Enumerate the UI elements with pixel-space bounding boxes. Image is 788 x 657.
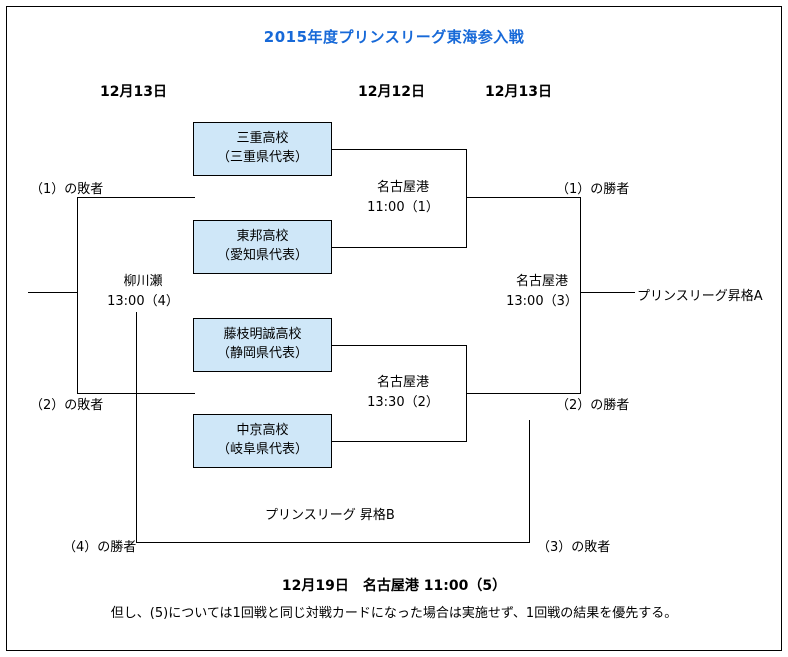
- team-box-fujieda-meisei[interactable]: 藤枝明誠高校 （静岡県代表）: [193, 318, 332, 372]
- team-name: 藤枝明誠高校: [223, 327, 302, 343]
- bracket-join-match1: [466, 149, 467, 248]
- match-time: 11:00（1）: [367, 199, 439, 215]
- feed-winner-1: （1）の勝者: [556, 182, 630, 197]
- bracket-line-match3-loser-down: [529, 420, 530, 542]
- date-header-center: 12月12日: [358, 84, 425, 100]
- team-name: 東邦高校: [236, 229, 289, 245]
- promotion-a-label: プリンスリーグ昇格A: [637, 289, 763, 304]
- match-venue: 柳川瀬: [123, 274, 163, 289]
- match-label-2: 名古屋港 13:30（2）: [348, 373, 458, 412]
- bracket-line-winner2: [466, 393, 581, 394]
- team-rep: （三重県代表）: [216, 150, 308, 165]
- page-border: [6, 6, 782, 651]
- promotion-b-label: プリンスリーグ 昇格B: [265, 508, 395, 523]
- feed-loser-2: （2）の敗者: [30, 398, 104, 413]
- team-name: 三重高校: [236, 131, 289, 147]
- match-venue: 名古屋港: [376, 180, 429, 195]
- team-rep: （岐阜県代表）: [216, 442, 308, 457]
- feed-loser-3: （3）の敗者: [537, 540, 611, 555]
- feed-loser-1: （1）の敗者: [30, 182, 104, 197]
- feed-winner-4: （4）の勝者: [63, 540, 137, 555]
- match-time: 13:00（4）: [107, 293, 179, 309]
- team-box-chukyo[interactable]: 中京高校 （岐阜県代表）: [193, 414, 332, 468]
- match-label-3: 名古屋港 13:00（3）: [487, 272, 597, 311]
- bracket-line-winner1: [466, 197, 581, 198]
- bracket-line-toho-out: [332, 247, 467, 248]
- bracket-line-mie-out: [332, 149, 467, 150]
- match-label-4: 柳川瀬 13:00（4）: [88, 272, 198, 311]
- team-box-mie[interactable]: 三重高校 （三重県代表）: [193, 122, 332, 176]
- bracket-line-fujieda-out: [332, 345, 467, 346]
- page-title: 2015年度プリンスリーグ東海参入戦: [263, 28, 525, 46]
- match-time: 13:00（3）: [506, 293, 578, 309]
- date-header-left: 12月13日: [100, 84, 167, 100]
- match-label-1: 名古屋港 11:00（1）: [348, 178, 458, 217]
- bracket-line-chukyo-out: [332, 441, 467, 442]
- match-time: 13:30（2）: [367, 394, 439, 410]
- match-venue: 名古屋港: [376, 375, 429, 390]
- team-rep: （愛知県代表）: [216, 248, 308, 263]
- match-venue: 名古屋港: [515, 274, 568, 289]
- bracket-line-promotion-a: [580, 292, 635, 293]
- bracket-line-match4-out: [28, 292, 78, 293]
- feed-winner-2: （2）の勝者: [556, 398, 630, 413]
- date-header-right: 12月13日: [485, 84, 552, 100]
- footer-match5-info: 12月19日 名古屋港 11:00（5）: [281, 578, 507, 594]
- team-box-toho[interactable]: 東邦高校 （愛知県代表）: [193, 220, 332, 274]
- bracket-join-match3: [580, 197, 581, 394]
- footer-note: 但し、(5)については1回戦と同じ対戦カードになった場合は実施せず、1回戦の結果…: [110, 606, 678, 621]
- bracket-join-match4: [77, 197, 78, 394]
- team-rep: （静岡県代表）: [216, 346, 308, 361]
- bracket-line-match4-winner-down: [136, 312, 137, 543]
- bracket-line-loser1: [77, 197, 195, 198]
- team-name: 中京高校: [236, 423, 289, 439]
- bracket-line-bottom: [136, 542, 530, 543]
